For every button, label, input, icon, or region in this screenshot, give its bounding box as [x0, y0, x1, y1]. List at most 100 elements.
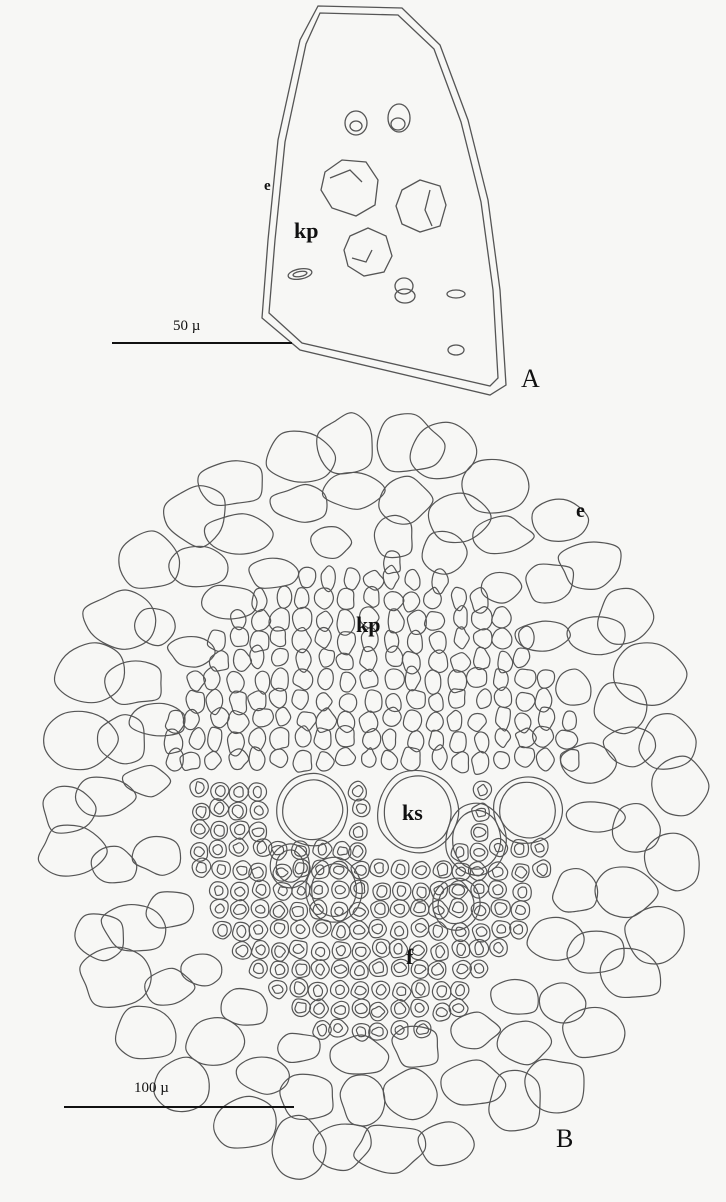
cortex-cell: [474, 647, 490, 669]
cortex-cell: [537, 670, 554, 688]
inclusion: [396, 180, 446, 232]
parenchyma-cell: [272, 1115, 326, 1179]
fiber-cell-lumen: [294, 982, 305, 994]
fiber-cell-wall: [311, 960, 329, 979]
fiber-cell-lumen: [296, 925, 305, 934]
fiber-cell-wall: [511, 901, 529, 920]
fiber-cell-lumen: [395, 1003, 406, 1014]
xylem-vessel: [500, 782, 556, 838]
fiber-cell-wall: [331, 902, 348, 921]
cortex-cell: [204, 667, 220, 690]
fiber-cell-wall: [352, 1024, 370, 1042]
parenchyma-cell: [473, 516, 534, 554]
fiber-cell-lumen: [377, 886, 387, 897]
fiber-cell-lumen: [335, 1006, 346, 1015]
fiber-cell-wall: [369, 958, 387, 976]
cortex-cell: [250, 631, 269, 652]
fiber-cell-lumen: [474, 849, 485, 857]
parenchyma-cell: [451, 1012, 501, 1049]
fiber-cell-lumen: [516, 905, 526, 914]
parenchyma-cell: [186, 1018, 245, 1066]
fiber-cell-lumen: [353, 846, 363, 858]
parenchyma-cell: [145, 968, 195, 1005]
parenchyma-cell: [101, 905, 165, 951]
parenchyma-cell: [198, 461, 262, 506]
parenchyma-cell: [311, 527, 352, 559]
fiber-cell-lumen: [237, 925, 246, 937]
parenchyma-cell: [115, 1006, 175, 1058]
cortex-cell: [382, 729, 396, 750]
parenchyma-cell: [566, 802, 625, 832]
cortex-cell: [228, 711, 249, 734]
parenchyma-cell: [270, 484, 327, 522]
fiber-cell-wall: [370, 859, 389, 877]
cortex-cell: [205, 751, 222, 769]
panel-b-scale-bar: [64, 1106, 294, 1108]
fiber-cell-lumen: [234, 905, 247, 915]
fiber-cell-lumen: [316, 947, 325, 956]
fiber-cell-lumen: [195, 782, 204, 794]
fiber-cell-lumen: [394, 904, 404, 914]
fiber-cell-lumen: [196, 806, 206, 817]
parenchyma-cell: [600, 948, 660, 997]
parenchyma-cell: [567, 617, 625, 655]
inclusion: [395, 289, 415, 303]
fiber-cell-wall: [212, 861, 231, 879]
fiber-cell-lumen: [215, 786, 225, 797]
fiber-cell-lumen: [254, 963, 264, 973]
cortex-cell: [227, 732, 244, 756]
fiber-cell-lumen: [514, 925, 523, 934]
parenchyma-cell: [97, 715, 144, 764]
xylem-vessel-wall: [494, 777, 563, 843]
fiber-cell-lumen: [253, 786, 261, 797]
fiber-cell-lumen: [215, 904, 224, 913]
fiber-cell-wall: [251, 900, 269, 918]
inclusion: [425, 190, 432, 226]
fiber-cell-wall: [490, 939, 508, 957]
cortex-cell: [403, 592, 420, 612]
panel-b-label-kp: kp: [356, 612, 380, 638]
parenchyma-cell: [558, 542, 621, 589]
fiber-cell-wall: [412, 862, 430, 879]
cortex-cell: [210, 651, 229, 671]
fiber-cell-lumen: [337, 926, 346, 938]
fiber-cell-wall: [413, 883, 430, 901]
parenchyma-cell: [75, 914, 123, 961]
parenchyma-cell: [539, 983, 585, 1023]
fiber-cell-wall: [210, 882, 228, 900]
fiber-cell-lumen: [433, 925, 442, 937]
cortex-cell: [383, 707, 401, 726]
cortex-cell: [344, 568, 360, 590]
xylem-vessel-wall: [277, 773, 348, 845]
fiber-cell-lumen: [337, 847, 347, 855]
fiber-cell-lumen: [475, 942, 483, 955]
parenchyma-cell: [132, 837, 180, 876]
cortex-cell: [337, 588, 354, 609]
fiber-cell-lumen: [316, 923, 328, 934]
cortex-cell: [556, 730, 578, 749]
fiber-cell-lumen: [355, 966, 365, 976]
cortex-cell: [277, 586, 292, 608]
cortex-cell: [477, 689, 492, 709]
cortex-cell: [316, 752, 334, 771]
fiber-cell-wall: [292, 881, 310, 899]
fiber-cell-lumen: [256, 884, 266, 895]
cortex-cell: [452, 752, 469, 773]
cortex-cell: [388, 609, 404, 633]
fiber-cell-wall: [249, 921, 267, 940]
fiber-cell-lumen: [375, 903, 385, 914]
parenchyma-cell: [129, 703, 184, 736]
fiber-cell-lumen: [353, 826, 362, 837]
panel-a-cell-inner-wall: [269, 13, 498, 386]
cortex-cell: [360, 647, 377, 672]
fiber-cell-lumen: [275, 964, 285, 974]
cortex-cell: [229, 749, 249, 770]
panel-b-scale-label: 100 µ: [134, 1080, 169, 1097]
fiber-cell-lumen: [412, 945, 424, 955]
cortex-cell: [187, 671, 206, 691]
parenchyma-cell: [105, 661, 161, 704]
fiber-cell-wall: [390, 922, 407, 940]
fiber-cell-wall: [353, 799, 370, 817]
